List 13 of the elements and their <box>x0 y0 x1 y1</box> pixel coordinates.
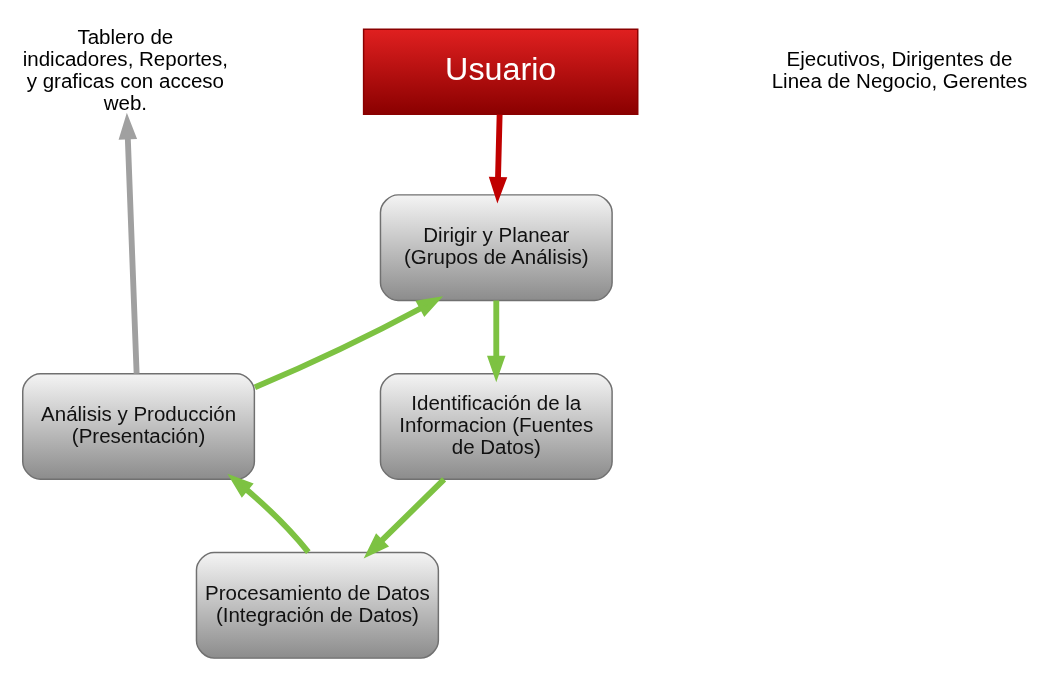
arrow <box>227 473 311 554</box>
node-box: Dirigir y Planear (Grupos de Análisis) <box>379 193 613 301</box>
node-box: Análisis y Producción (Presentación) <box>22 372 256 480</box>
arrow <box>253 295 444 390</box>
arrow <box>487 299 506 382</box>
arrow <box>363 476 447 558</box>
node-box: Identificación de la Informacion (Fuentes de Datos) <box>379 372 613 480</box>
label: Ejecutivos, Dirigentes de Linea de Negocio, Gerentes <box>771 46 1028 92</box>
node-box: Usuario <box>362 27 639 115</box>
arrow <box>118 112 140 374</box>
arrow <box>488 114 508 203</box>
node-box: Procesamiento de Datos (Integración de Datos) <box>195 551 440 659</box>
node-text: Tablero de indicadores, Reportes, y graficas con acceso web. <box>22 24 228 114</box>
